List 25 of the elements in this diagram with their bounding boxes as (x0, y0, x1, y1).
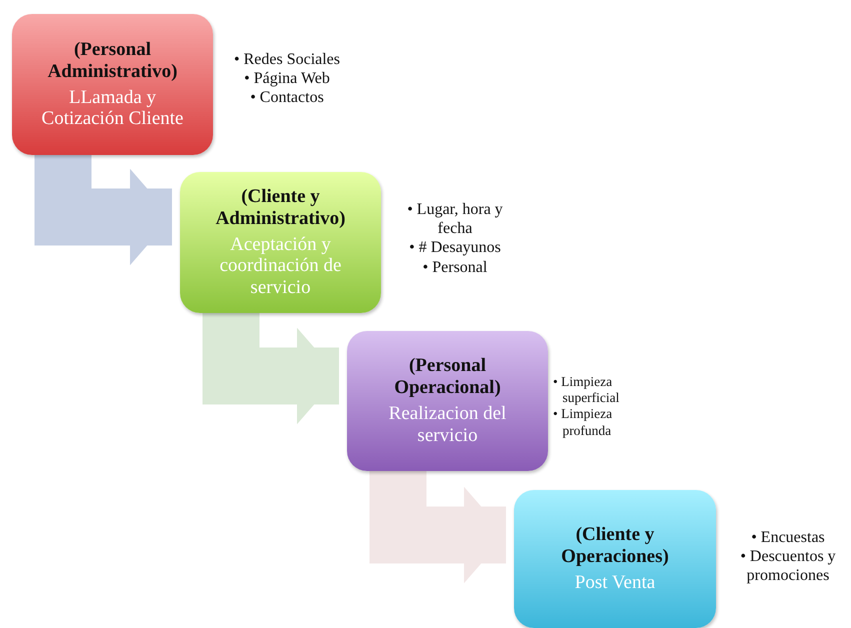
process-box (12, 14, 213, 155)
bullet-item: • Lugar, hora y fecha (406, 200, 504, 238)
step-title: Realizacion del servicio (388, 403, 508, 447)
bent-arrow (370, 471, 506, 584)
step-title: Post Venta (574, 572, 656, 594)
bullet-item: • Descuentos y promociones (739, 547, 837, 586)
bullet-item: • Encuestas (750, 528, 826, 548)
bent-arrow (202, 313, 339, 424)
step-title: Aceptación y coordinación de servicio (218, 234, 342, 300)
role-heading: (Personal Administrativo) (46, 38, 178, 82)
step-title: LLamada y Cotización Cliente (40, 86, 184, 130)
bent-arrow (34, 155, 172, 266)
bullet-item: • Limpieza superficial (553, 374, 620, 406)
role-heading: (Cliente y Operaciones) (560, 524, 670, 568)
process-box (180, 172, 381, 313)
process-box (514, 490, 716, 628)
bullet-item: • # Desayunos (408, 238, 502, 258)
role-heading: (Personal Operacional) (393, 355, 502, 399)
bullet-item: • Contactos (249, 88, 325, 108)
bullet-item: • Redes Sociales (232, 50, 342, 70)
role-heading: (Cliente y Administrativo) (214, 186, 346, 230)
bullet-item: • Limpieza profunda (553, 406, 614, 439)
process-box (347, 331, 548, 471)
bullet-item: • Página Web (243, 69, 331, 88)
bullet-item: • Personal (422, 258, 488, 277)
